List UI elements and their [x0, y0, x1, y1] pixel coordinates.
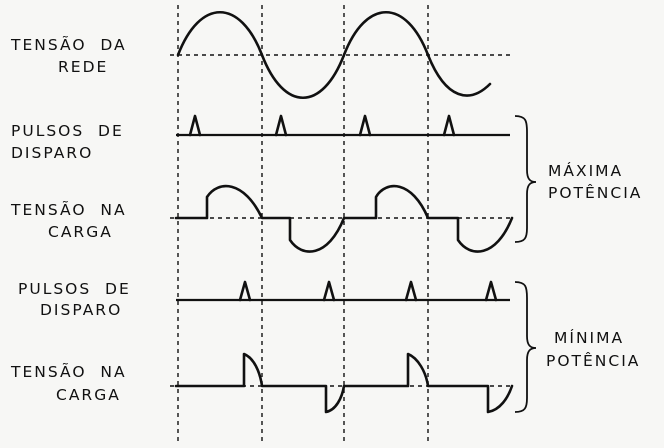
trigger-pulses-max-label-line-2: DISPARO: [11, 144, 93, 162]
min-power-label-line-1: MÍNIMA: [554, 328, 624, 347]
mains-voltage-row: TENSÃO DA REDE: [10, 11, 512, 99]
mains-sine-wave: [176, 11, 492, 99]
load-voltage-min-waveform: [174, 352, 514, 414]
min-power-label-line-2: POTÊNCIA: [546, 351, 640, 370]
load-voltage-min-row: TENSÃO NA CARGA: [10, 352, 514, 414]
trigger-pulse-min-3: [404, 280, 418, 302]
max-power-label-line-1: MÁXIMA: [548, 161, 623, 180]
max-power-group: MÁXIMA POTÊNCIA: [514, 115, 642, 243]
load-voltage-max-label-line-2: CARGA: [48, 223, 113, 241]
load-voltage-max-waveform: [174, 184, 514, 253]
trigger-pulse-max-1: [188, 114, 202, 137]
min-power-brace: [514, 281, 537, 413]
load-voltage-max-row: TENSÃO NA CARGA: [10, 184, 514, 253]
load-voltage-min-label-line-1: TENSÃO NA: [10, 362, 127, 381]
zero-crossing-guides: [177, 5, 429, 443]
trigger-pulses-max-label-line-1: PULSOS DE: [11, 122, 124, 140]
mains-voltage-label-line-1: TENSÃO DA: [10, 35, 127, 54]
trigger-pulse-max-2: [274, 114, 288, 137]
trigger-pulses-min-row: PULSOS DE DISPARO: [18, 280, 510, 319]
trigger-pulses-min-label-line-1: PULSOS DE: [18, 280, 131, 298]
max-power-label-line-2: POTÊNCIA: [548, 183, 642, 202]
min-power-group: MÍNIMA POTÊNCIA: [514, 281, 640, 413]
load-voltage-max-label-line-1: TENSÃO NA: [10, 200, 127, 219]
trigger-pulse-max-4: [442, 114, 456, 137]
trigger-pulse-max-3: [358, 114, 372, 137]
trigger-pulse-min-2: [322, 280, 336, 302]
trigger-pulses-max-row: PULSOS DE DISPARO: [11, 114, 510, 162]
trigger-pulses-min-label-line-2: DISPARO: [40, 301, 122, 319]
max-power-brace: [514, 115, 537, 243]
mains-voltage-label-line-2: REDE: [58, 58, 108, 76]
load-voltage-min-label-line-2: CARGA: [56, 386, 121, 404]
trigger-pulse-min-1: [238, 280, 252, 302]
trigger-pulse-min-4: [484, 280, 498, 302]
